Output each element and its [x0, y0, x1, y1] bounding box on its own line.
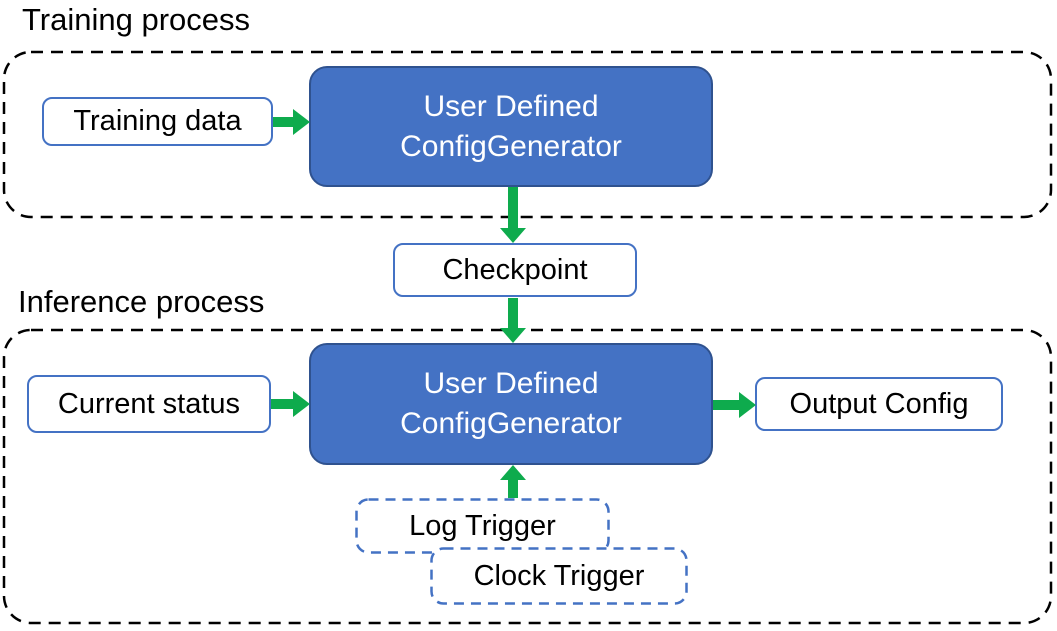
inference-process-title: Inference process [18, 284, 265, 319]
output-config-node: Output Config [755, 377, 1003, 431]
arrow-generator-to-checkpoint-icon [500, 187, 526, 243]
log-trigger-label: Log Trigger [409, 509, 556, 542]
arrow-current-status-to-generator-icon [271, 391, 310, 417]
config-generator-inference-node: User Defined ConfigGenerator [309, 343, 713, 465]
clock-trigger-node: Clock Trigger [430, 547, 688, 605]
clock-trigger-dashed-border [430, 547, 688, 605]
output-config-label: Output Config [789, 387, 969, 420]
arrow-log-trigger-to-generator-icon [500, 465, 526, 498]
checkpoint-label: Checkpoint [442, 253, 588, 286]
config-generator-line1: User Defined [423, 367, 599, 400]
training-data-label: Training data [73, 105, 242, 137]
training-process-container [2, 50, 1053, 219]
arrow-checkpoint-to-generator-icon [500, 298, 526, 343]
clock-trigger-label: Clock Trigger [473, 559, 645, 592]
config-generator-line2: ConfigGenerator [400, 407, 622, 440]
training-data-node: Training data [42, 97, 273, 146]
training-process-title: Training process [22, 2, 251, 37]
config-generator-line1: User Defined [423, 89, 599, 123]
current-status-label: Current status [57, 387, 241, 420]
arrow-training-data-to-generator-icon [273, 109, 310, 135]
arrow-generator-to-output-config-icon [713, 392, 756, 418]
config-generator-line2: ConfigGenerator [400, 129, 622, 163]
log-trigger-node: Log Trigger [355, 498, 610, 554]
inference-process-container [2, 328, 1053, 625]
config-generator-training-node: User Defined ConfigGenerator [309, 66, 713, 187]
checkpoint-node: Checkpoint [393, 243, 637, 297]
current-status-node: Current status [27, 375, 271, 433]
